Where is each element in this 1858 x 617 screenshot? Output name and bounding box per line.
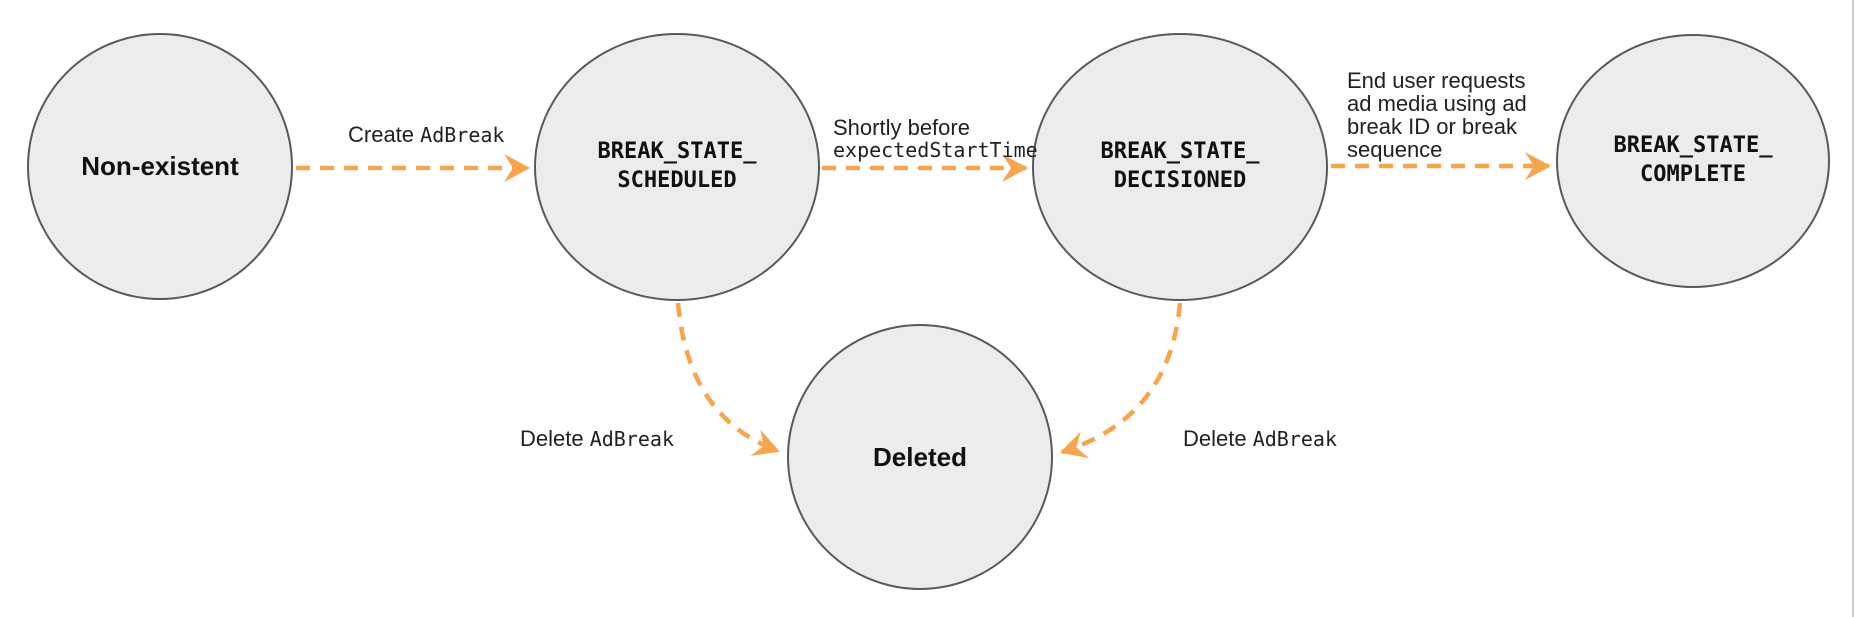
state-node-non-existent: Non-existent xyxy=(27,33,293,300)
edge-label-code-text: AdBreak xyxy=(1252,427,1338,451)
edge-label-text: Delete xyxy=(1183,426,1253,451)
state-node-label: BREAK_STATE_ SCHEDULED xyxy=(597,139,757,193)
state-node-label: BREAK_STATE_ DECISIONED xyxy=(1100,139,1260,193)
state-node-deleted: Deleted xyxy=(787,324,1053,590)
edge-label-code-text: AdBreak xyxy=(589,427,675,451)
edge-label-code-text: expectedStartTime xyxy=(833,138,1038,162)
page-edge-divider xyxy=(1852,0,1854,617)
edge-label-end-user-requests-ad-media: End user requests ad media using ad brea… xyxy=(1347,46,1527,161)
edge-label-code-text: AdBreak xyxy=(420,123,505,147)
arrow-delete-adbreak-from-scheduled xyxy=(675,302,780,456)
edge-label-text: End user requests ad media using ad brea… xyxy=(1347,68,1527,162)
edge-label-delete-adbreak-right: Delete AdBreak xyxy=(1183,404,1337,451)
state-node-break-state-scheduled: BREAK_STATE_ SCHEDULED xyxy=(534,33,820,301)
edge-label-text: Create xyxy=(348,122,421,147)
state-node-label: Non-existent xyxy=(81,151,239,181)
edge-label-delete-adbreak-left: Delete AdBreak xyxy=(520,404,674,451)
edge-label-text: Shortly before xyxy=(833,115,970,140)
state-node-label: BREAK_STATE_ COMPLETE xyxy=(1613,133,1773,187)
edge-label-text: Delete xyxy=(520,426,590,451)
arrow-delete-adbreak-from-decisioned xyxy=(1060,302,1183,459)
state-node-break-state-decisioned: BREAK_STATE_ DECISIONED xyxy=(1032,33,1328,301)
state-node-label: Deleted xyxy=(873,441,967,472)
edge-label-create-adbreak: Create AdBreak xyxy=(348,100,504,147)
state-node-break-state-complete: BREAK_STATE_ COMPLETE xyxy=(1556,34,1830,288)
